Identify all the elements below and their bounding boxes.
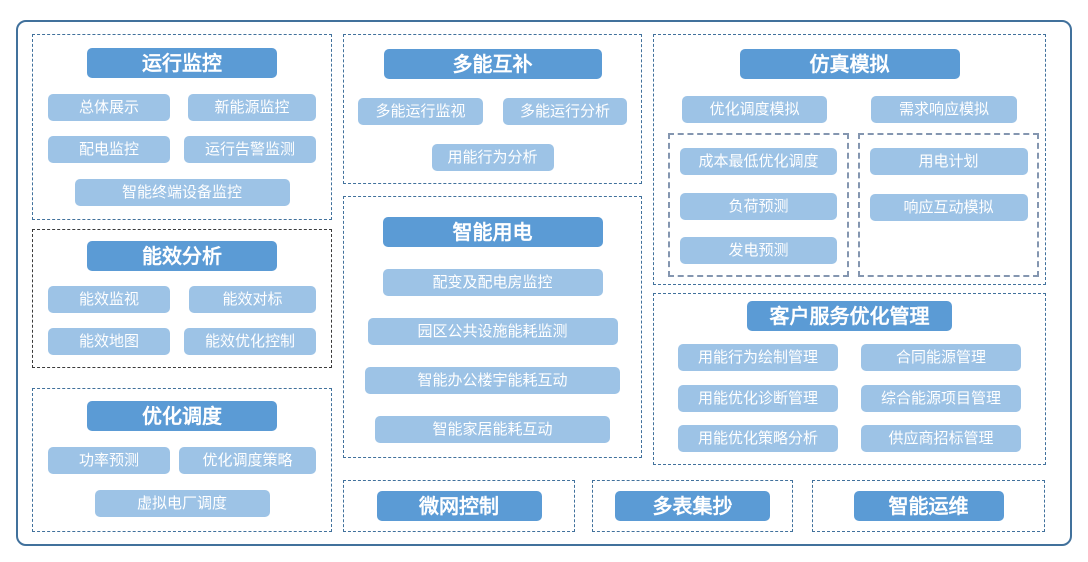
outer-frame xyxy=(16,20,1072,546)
header-multi-meter-reading[interactable]: 多表集抄 xyxy=(615,491,770,521)
header-smart-operation-maintenance[interactable]: 智能运维 xyxy=(853,491,1004,521)
panel-smart-power-consumption: 智能用电 配变及配电房监控 园区公共设施能耗监测 智能办公楼宇能耗互动 智能家居… xyxy=(343,196,642,458)
header-multi-energy-complementation[interactable]: 多能互补 xyxy=(383,49,602,79)
item-power-forecast[interactable]: 功率预测 xyxy=(48,447,170,474)
item-min-cost-dispatch[interactable]: 成本最低优化调度 xyxy=(680,148,837,175)
item-multi-energy-operation-monitoring[interactable]: 多能运行监视 xyxy=(358,98,483,125)
item-smart-terminal-device-monitoring[interactable]: 智能终端设备监控 xyxy=(74,178,290,206)
header-simulation[interactable]: 仿真模拟 xyxy=(739,49,960,79)
item-contract-energy-mgmt[interactable]: 合同能源管理 xyxy=(861,344,1021,372)
item-park-facilities-energy-monitoring[interactable]: 园区公共设施能耗监测 xyxy=(367,318,618,345)
item-office-building-energy-interaction[interactable]: 智能办公楼宇能耗互动 xyxy=(365,367,620,394)
item-demand-response-simulation[interactable]: 需求响应模拟 xyxy=(871,96,1017,123)
item-operation-alarm-monitoring[interactable]: 运行告警监测 xyxy=(184,136,316,164)
header-customer-service-optimization[interactable]: 客户服务优化管理 xyxy=(747,301,952,331)
panel-smart-operation-maintenance: 智能运维 xyxy=(812,480,1045,532)
item-energy-behavior-analysis[interactable]: 用能行为分析 xyxy=(431,144,554,171)
item-overall-display[interactable]: 总体展示 xyxy=(48,93,170,121)
panel-simulation: 仿真模拟 优化调度模拟 需求响应模拟 成本最低优化调度 负荷预测 发电预测 用电… xyxy=(653,34,1046,285)
item-energy-optimization-strategy-analysis[interactable]: 用能优化策略分析 xyxy=(678,424,838,452)
item-generation-forecast[interactable]: 发电预测 xyxy=(680,237,837,264)
item-ee-map[interactable]: 能效地图 xyxy=(48,328,170,355)
item-power-distribution-monitoring[interactable]: 配电监控 xyxy=(48,136,170,164)
item-response-interaction-simulation[interactable]: 响应互动模拟 xyxy=(869,194,1028,221)
item-transformer-room-monitoring[interactable]: 配变及配电房监控 xyxy=(382,269,603,296)
header-microgrid-control[interactable]: 微网控制 xyxy=(376,491,542,521)
header-optimal-dispatch[interactable]: 优化调度 xyxy=(87,401,277,431)
panel-optimal-dispatch: 优化调度 功率预测 优化调度策略 虚拟电厂调度 xyxy=(32,388,332,532)
item-ee-monitoring[interactable]: 能效监视 xyxy=(48,286,170,313)
item-power-use-plan[interactable]: 用电计划 xyxy=(869,148,1028,175)
item-load-forecast[interactable]: 负荷预测 xyxy=(680,192,837,220)
item-smart-home-energy-interaction[interactable]: 智能家居能耗互动 xyxy=(375,416,610,443)
panel-energy-efficiency-analysis: 能效分析 能效监视 能效对标 能效地图 能效优化控制 xyxy=(32,229,332,368)
subpanel-dispatch-forecast: 成本最低优化调度 负荷预测 发电预测 xyxy=(668,133,849,277)
item-new-energy-monitoring[interactable]: 新能源监控 xyxy=(188,93,316,121)
item-dispatch-strategy[interactable]: 优化调度策略 xyxy=(179,447,316,474)
item-virtual-power-plant-dispatch[interactable]: 虚拟电厂调度 xyxy=(94,490,270,517)
subpanel-power-plan: 用电计划 响应互动模拟 xyxy=(858,133,1039,277)
header-operation-monitoring[interactable]: 运行监控 xyxy=(87,48,277,78)
item-energy-optimization-diagnosis-mgmt[interactable]: 用能优化诊断管理 xyxy=(678,384,838,412)
item-dispatch-simulation[interactable]: 优化调度模拟 xyxy=(682,96,827,123)
panel-multi-meter-reading: 多表集抄 xyxy=(592,480,793,532)
item-multi-energy-operation-analysis[interactable]: 多能运行分析 xyxy=(503,98,627,125)
item-ee-benchmarking[interactable]: 能效对标 xyxy=(189,286,316,313)
panel-operation-monitoring: 运行监控 总体展示 新能源监控 配电监控 运行告警监测 智能终端设备监控 xyxy=(32,34,332,220)
panel-multi-energy-complementation: 多能互补 多能运行监视 多能运行分析 用能行为分析 xyxy=(343,34,642,184)
item-ee-optimization-control[interactable]: 能效优化控制 xyxy=(184,328,316,355)
header-energy-efficiency-analysis[interactable]: 能效分析 xyxy=(87,241,277,271)
item-supplier-bidding-mgmt[interactable]: 供应商招标管理 xyxy=(861,424,1021,452)
header-smart-power-consumption[interactable]: 智能用电 xyxy=(382,217,603,247)
panel-customer-service-optimization: 客户服务优化管理 用能行为绘制管理 合同能源管理 用能优化诊断管理 综合能源项目… xyxy=(653,293,1046,465)
item-integrated-energy-project-mgmt[interactable]: 综合能源项目管理 xyxy=(861,384,1021,412)
panel-microgrid-control: 微网控制 xyxy=(343,480,575,532)
item-energy-behavior-profiling-mgmt[interactable]: 用能行为绘制管理 xyxy=(678,344,838,372)
